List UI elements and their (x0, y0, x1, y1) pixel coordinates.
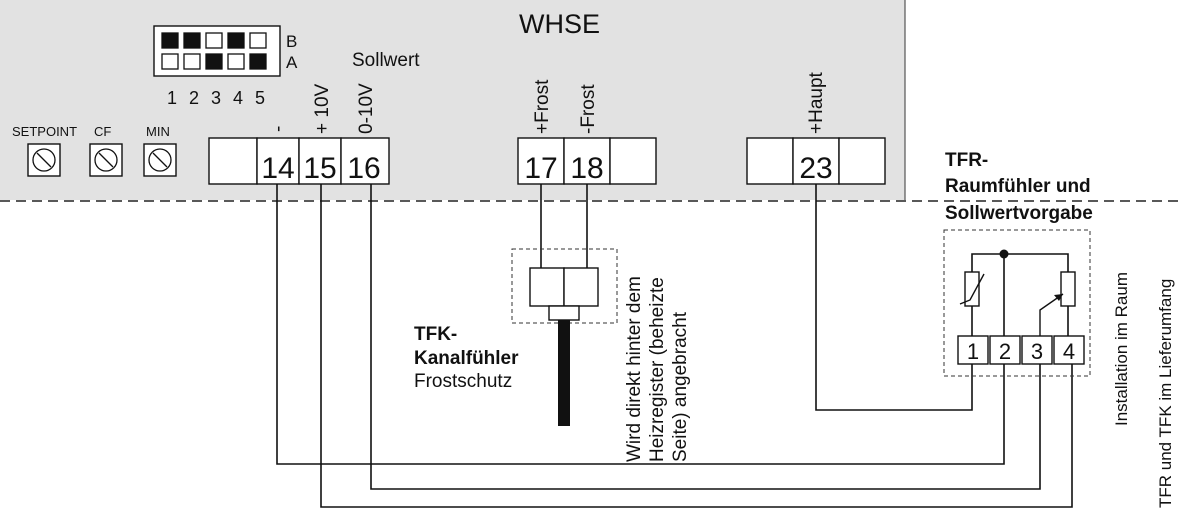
terminal-15: 15 (303, 152, 336, 185)
dip-number-1: 1 (167, 88, 177, 108)
terminal-23: 23 (799, 152, 832, 185)
label-minus: - (268, 126, 289, 132)
terminal-block-haupt: 23 (746, 137, 886, 185)
label-frost-plus: +Frost (532, 79, 553, 134)
footnote-scope: TFR und TFK im Lieferumfang (1156, 279, 1175, 508)
tfr-title-3: Sollwertvorgabe (945, 203, 1093, 224)
label-0-10v: 0-10V (356, 83, 377, 134)
dip-cell-a-4 (227, 53, 245, 70)
dip-number-2: 2 (189, 88, 199, 108)
tfr-title-1: TFR- (945, 150, 988, 171)
dip-cell-b-2 (183, 32, 201, 49)
wire-23-to-tfr1 (815, 184, 973, 411)
tfk-note-2: Heizregister (beheizte (647, 277, 668, 462)
terminal-18: 18 (570, 152, 603, 185)
dip-cell-a-5 (249, 53, 267, 70)
label-frost-minus: -Frost (578, 84, 599, 134)
pot-min[interactable] (143, 143, 177, 177)
pot-cf[interactable] (89, 143, 123, 177)
dip-row-a-label: A (286, 53, 298, 72)
terminal-block-left: 14 15 16 (208, 137, 390, 185)
tfr-title-2: Raumfühler und (945, 176, 1091, 197)
tfr-terminal-4: 4 (1063, 339, 1075, 364)
terminal-14: 14 (261, 152, 294, 185)
tfk-title-1: TFK- (414, 324, 457, 345)
pot-label-cf: CF (94, 124, 111, 139)
terminal-16: 16 (347, 152, 380, 185)
pot-label-setpoint: SETPOINT (12, 124, 77, 139)
sollwert-label: Sollwert (352, 50, 420, 71)
tfk-sensor (511, 248, 618, 426)
dip-cell-b-3 (205, 32, 223, 49)
tfr-sensor (943, 229, 1091, 377)
wire-14-to-tfr2 (276, 184, 1005, 465)
tfr-terminal-1: 1 (967, 339, 979, 364)
dip-cell-b-1 (161, 32, 179, 49)
tfk-note-1: Wird direkt hinter dem (624, 276, 645, 462)
dip-cell-b-4 (227, 32, 245, 49)
wire-15-to-tfr4 (320, 184, 1073, 508)
tfr-junction-dot (999, 249, 1009, 259)
label-haupt: +Haupt (806, 71, 827, 134)
pot-setpoint[interactable] (27, 143, 61, 177)
dip-number-5: 5 (255, 88, 265, 108)
dip-number-3: 3 (211, 88, 221, 108)
dip-cell-b-5 (249, 32, 267, 49)
terminal-block-frost: 17 18 (517, 137, 657, 185)
label-plus-10v: + 10V (312, 83, 333, 134)
dip-row-b-label: B (286, 32, 297, 51)
tfk-title-2: Kanalfühler (414, 348, 519, 369)
tfr-install-note: Installation im Raum (1112, 272, 1131, 426)
device-title: WHSE (519, 9, 600, 39)
tfk-subtitle: Frostschutz (414, 371, 512, 392)
dip-cell-a-2 (183, 53, 201, 70)
dip-number-4: 4 (233, 88, 243, 108)
tfk-note-3: Seite) angebracht (670, 311, 691, 462)
dip-cell-a-1 (161, 53, 179, 70)
dip-cell-a-3 (205, 53, 223, 70)
pot-label-min: MIN (146, 124, 170, 139)
terminal-17: 17 (524, 152, 557, 185)
wire-16-to-tfr3 (370, 184, 1041, 490)
tfr-terminal-2: 2 (999, 339, 1011, 364)
tfr-terminal-3: 3 (1031, 339, 1043, 364)
